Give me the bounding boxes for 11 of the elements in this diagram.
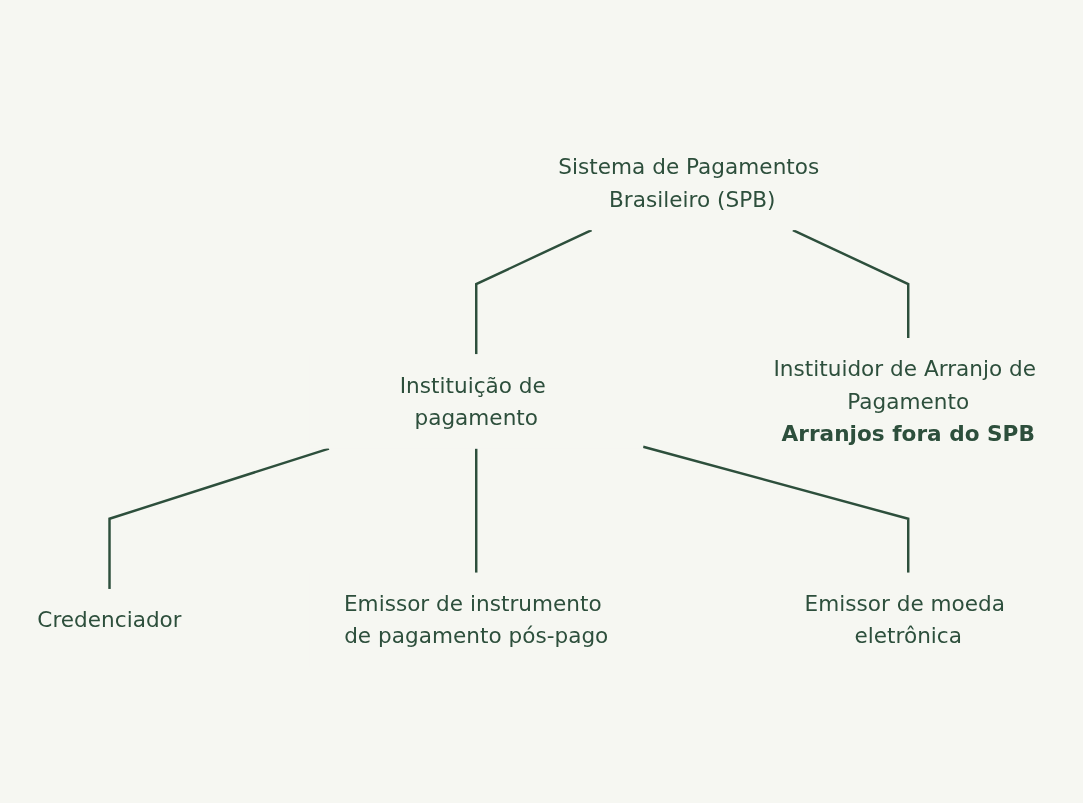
node-text: Emissor de moeda eletrônica — [804, 591, 1006, 649]
node-text: Credenciador — [37, 607, 182, 633]
connector — [475, 229, 593, 355]
connector — [475, 448, 478, 573]
node-text: Instituidor de Arranjo de Pagamento Arranjos fora do SPB — [773, 356, 1037, 447]
connector — [642, 445, 910, 573]
node-text: Emissor de instrumento de pagamento pós-pago — [343, 591, 609, 649]
node-text: Instituição de pagamento — [399, 373, 546, 430]
connector — [792, 229, 910, 339]
connector — [108, 447, 330, 589]
node-text: Sistema de Pagamentos Brasileiro (SPB) — [558, 154, 820, 212]
